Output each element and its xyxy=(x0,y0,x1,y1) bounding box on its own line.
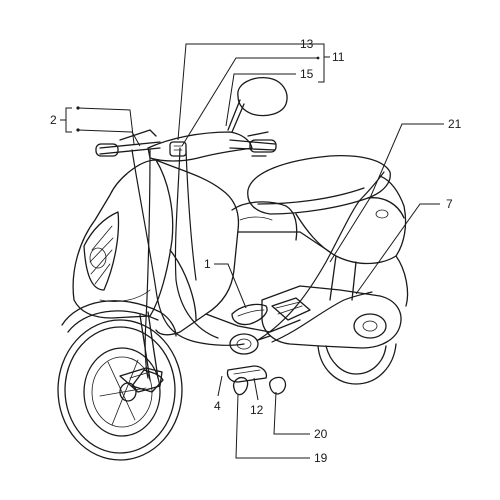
callout-19: 19 xyxy=(314,451,328,465)
brake-cables xyxy=(131,147,385,379)
scooter-body xyxy=(155,159,331,336)
rear-bodywork xyxy=(295,175,409,307)
part-1-brake-component xyxy=(231,303,268,326)
callout-2: 2 xyxy=(50,113,57,127)
engine-casing xyxy=(261,285,402,349)
rear-wheel xyxy=(317,343,397,385)
callout-labels: 13 11 15 2 21 7 1 4 12 20 19 xyxy=(50,37,462,465)
callout-20: 20 xyxy=(314,427,328,441)
callout-13: 13 xyxy=(300,37,314,51)
callout-1: 1 xyxy=(204,257,211,271)
callout-21: 21 xyxy=(448,117,462,131)
callout-11: 11 xyxy=(332,50,345,64)
callout-leaders xyxy=(60,43,444,459)
handlebar-assembly xyxy=(95,129,277,162)
stop-switch-block xyxy=(169,141,187,157)
callout-7: 7 xyxy=(446,197,453,211)
front-fairing xyxy=(72,159,174,319)
front-wheel xyxy=(57,319,183,461)
rear-view-mirror xyxy=(227,77,288,133)
scooter-illustration xyxy=(57,77,409,461)
callout-12: 12 xyxy=(250,403,264,417)
callout-15: 15 xyxy=(300,67,314,81)
exploded-small-parts xyxy=(226,365,287,396)
callout-4: 4 xyxy=(214,399,221,413)
seat xyxy=(247,154,391,215)
rear-brake-housing xyxy=(229,333,271,355)
